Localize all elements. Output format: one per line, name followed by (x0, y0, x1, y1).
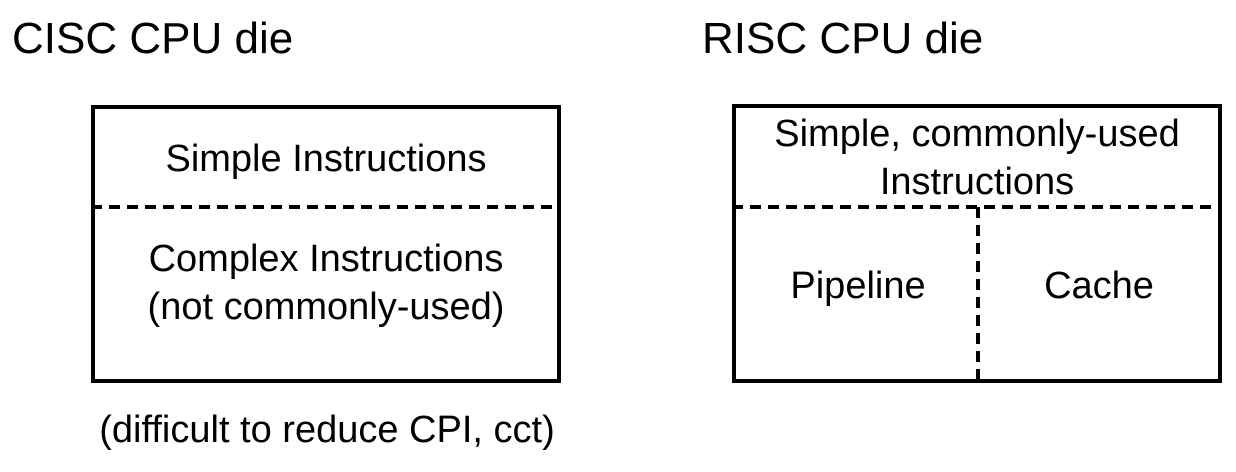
cisc-complex-instructions-label: Complex Instructions (not commonly-used) (95, 235, 557, 331)
risc-cache-label: Cache (1044, 265, 1154, 307)
risc-pipeline-label: Pipeline (790, 265, 926, 307)
cisc-caption: (difficult to reduce CPI, cct) (99, 409, 555, 451)
cisc-complex-instructions-line2: (not commonly-used) (147, 286, 505, 328)
risc-title: RISC CPU die (702, 14, 984, 63)
cisc-complex-instructions-line1: Complex Instructions (148, 238, 504, 280)
risc-die-box: Simple, commonly-used Instructions Pipel… (732, 104, 1222, 383)
risc-simple-instructions-line1: Simple, commonly-used (774, 113, 1180, 155)
risc-simple-instructions-line2: Instructions (879, 161, 1075, 203)
risc-simple-instructions-label: Simple, commonly-used Instructions (736, 110, 1218, 206)
cisc-die-box: Simple Instructions Complex Instructions… (91, 105, 561, 383)
cisc-horizontal-dashed-divider-icon (91, 205, 561, 209)
cisc-title: CISC CPU die (12, 14, 294, 63)
cisc-simple-instructions-label: Simple Instructions (165, 138, 487, 180)
